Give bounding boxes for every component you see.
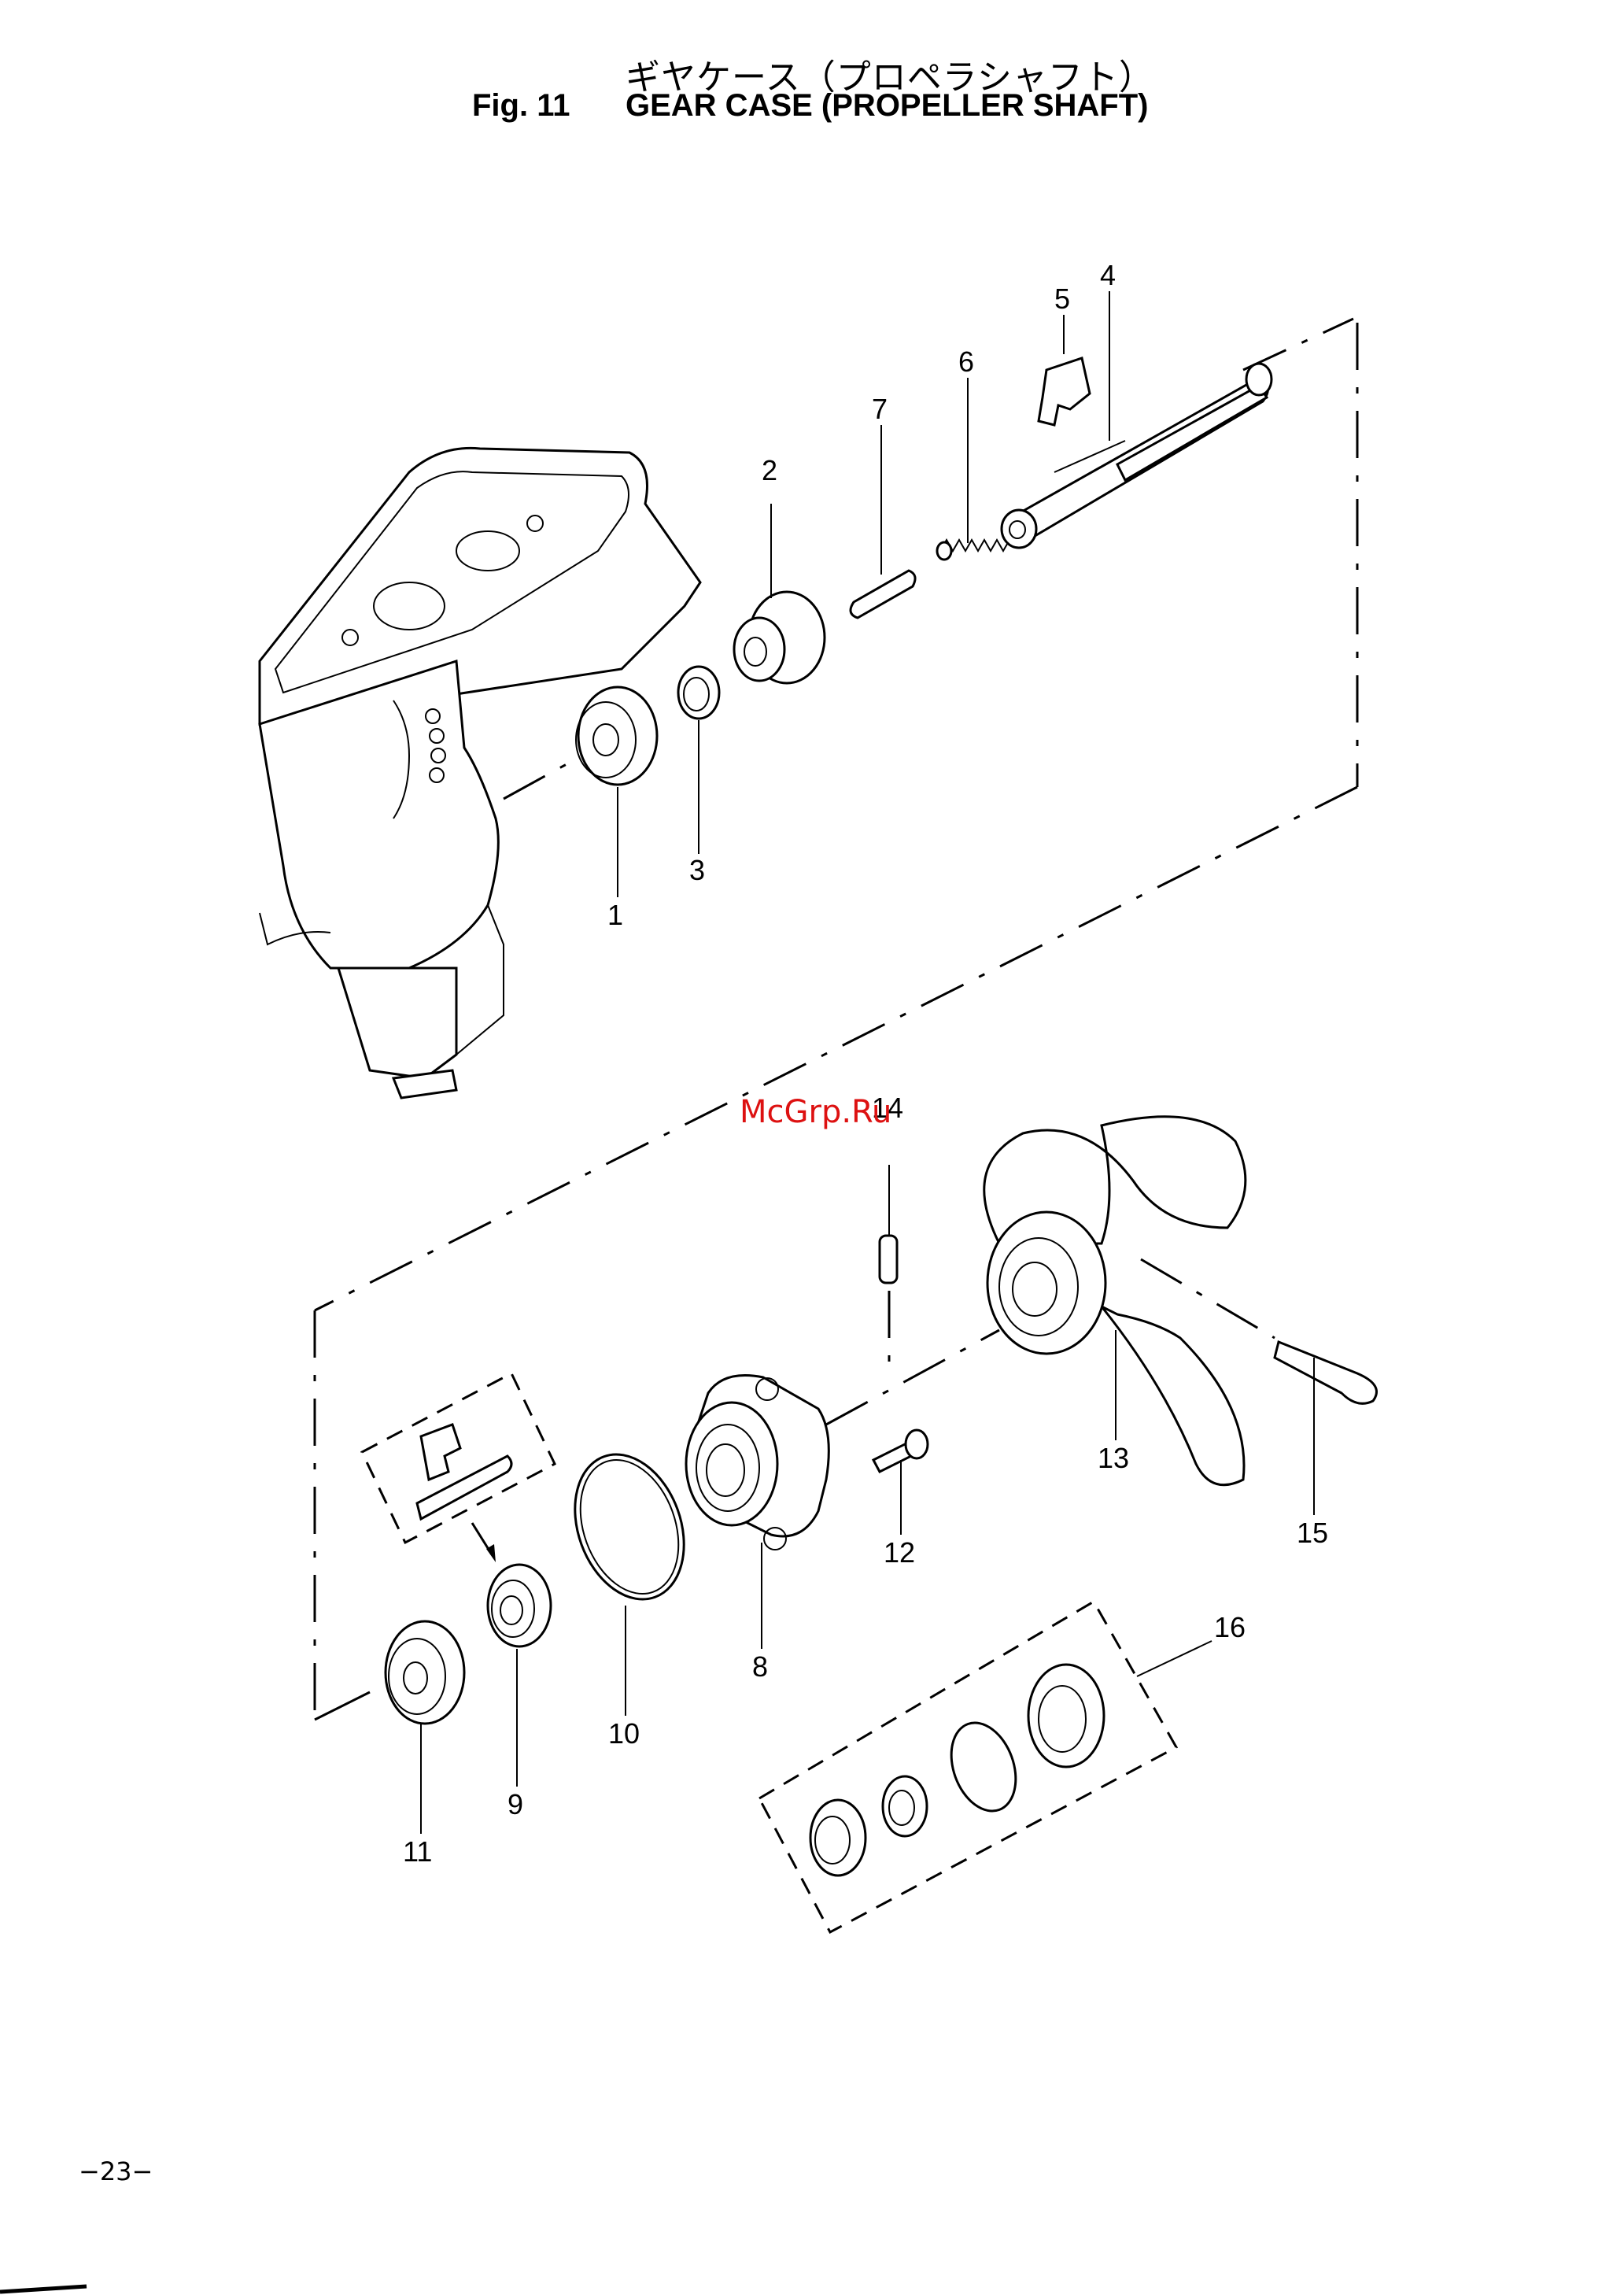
page-number: −23− bbox=[79, 2156, 153, 2186]
inset-box-clutch-detail bbox=[362, 1373, 555, 1562]
part-13-propeller bbox=[984, 1117, 1246, 1485]
callout-8: 8 bbox=[752, 1650, 768, 1683]
axis-line-to-bearing bbox=[315, 1692, 370, 1720]
part-4-propeller-shaft bbox=[1002, 364, 1272, 548]
callout-13: 13 bbox=[1098, 1442, 1129, 1474]
part-8-shaft-housing bbox=[686, 1376, 829, 1550]
callout-10: 10 bbox=[608, 1717, 640, 1750]
part-7-pin bbox=[851, 571, 915, 618]
part-9-oil-seal bbox=[488, 1565, 551, 1646]
callout-6: 6 bbox=[958, 346, 974, 378]
axis-line-housing bbox=[504, 756, 582, 799]
axis-line-propeller bbox=[826, 1330, 999, 1425]
part-11-bearing bbox=[386, 1621, 464, 1724]
callout-12: 12 bbox=[884, 1536, 915, 1569]
callout-7: 7 bbox=[872, 393, 888, 425]
axis-line-pin bbox=[1141, 1259, 1275, 1338]
callout-3: 3 bbox=[689, 854, 705, 886]
watermark: McGrp.Ru bbox=[740, 1094, 891, 1130]
callout-9: 9 bbox=[507, 1788, 523, 1820]
part-10-o-ring bbox=[555, 1439, 703, 1614]
part-5-clutch bbox=[1039, 358, 1090, 425]
corner-mark bbox=[0, 2286, 87, 2292]
callout-1: 1 bbox=[607, 899, 623, 931]
callout-2: 2 bbox=[762, 454, 777, 486]
axis-line-shaft-end bbox=[1243, 319, 1353, 370]
part-16-kit-box bbox=[759, 1602, 1176, 1932]
part-15-cotter-pin bbox=[1275, 1342, 1377, 1403]
callout-4: 4 bbox=[1100, 259, 1116, 291]
part-6-spring bbox=[937, 540, 1009, 560]
callout-15: 15 bbox=[1297, 1517, 1328, 1549]
part-1-bearing bbox=[576, 687, 657, 785]
part-14-grooved-pin bbox=[880, 1236, 897, 1283]
part-2-gear bbox=[734, 592, 825, 683]
callout-5: 5 bbox=[1054, 283, 1070, 315]
callout-16: 16 bbox=[1214, 1611, 1246, 1643]
part-3-shim bbox=[678, 667, 719, 719]
callout-11: 11 bbox=[403, 1835, 432, 1868]
